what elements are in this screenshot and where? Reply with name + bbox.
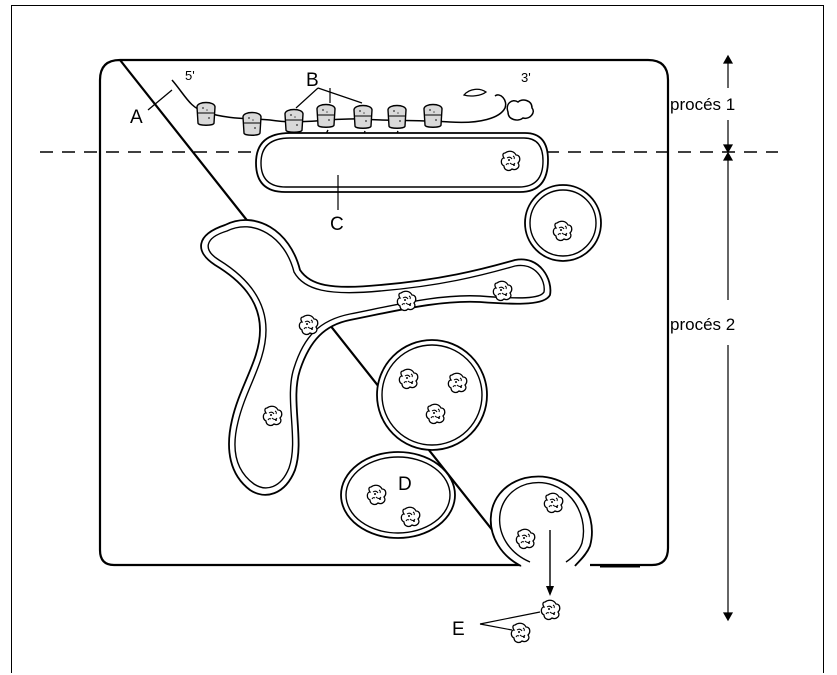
cell bbox=[98, 58, 670, 568]
ribosome-icon bbox=[196, 101, 216, 126]
process2-label: procés 2 bbox=[670, 315, 735, 334]
label-five-prime: 5' bbox=[185, 68, 195, 83]
label-e: E bbox=[452, 619, 465, 640]
label-b: B bbox=[306, 70, 319, 91]
protein-blob-icon bbox=[510, 622, 531, 644]
label-leaders bbox=[295, 87, 541, 631]
ribosome-icon bbox=[387, 104, 407, 129]
ribosome-icon bbox=[242, 111, 262, 136]
figure-frame bbox=[11, 5, 824, 673]
ribosome-icon bbox=[423, 103, 443, 128]
ribosome-icon bbox=[316, 103, 336, 128]
process1-label: procés 1 bbox=[670, 95, 735, 114]
label-a: A bbox=[130, 107, 143, 128]
golgi-compartment bbox=[200, 219, 552, 496]
vesicle-large bbox=[376, 339, 488, 451]
secretion-arrow bbox=[546, 530, 554, 596]
ribosome-icon bbox=[284, 108, 304, 133]
label-three-prime: 3' bbox=[521, 70, 531, 85]
exocytosis-vesicle bbox=[489, 475, 593, 567]
protein-blob-icon bbox=[540, 599, 561, 621]
process2-bracket bbox=[722, 151, 734, 622]
ribosomes bbox=[196, 101, 443, 136]
label-c: C bbox=[330, 214, 344, 235]
ribosome-icon bbox=[353, 104, 373, 129]
process1-bracket bbox=[722, 54, 734, 154]
er-cisterna bbox=[255, 132, 549, 193]
vesicle-d bbox=[340, 451, 456, 539]
label-d: D bbox=[398, 474, 412, 495]
